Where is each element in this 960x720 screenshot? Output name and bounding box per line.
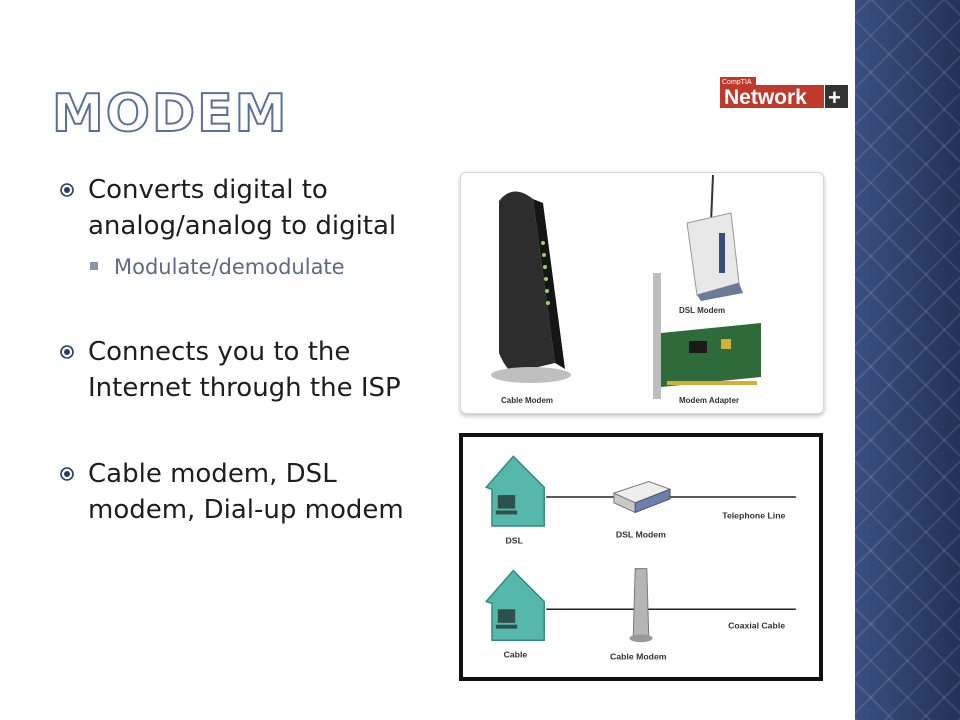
bullet-text: Cable modem, DSL modem, Dial-up modem <box>88 459 404 525</box>
bullet-marker-icon <box>60 183 74 197</box>
bullet-marker-icon <box>60 467 74 481</box>
bullet-text: Connects you to the Internet through the… <box>88 337 401 403</box>
coaxial-cable-label: Coaxial Cable <box>728 621 785 631</box>
modem-devices-photo: Cable Modem DSL Modem Modem Adapter <box>460 172 824 414</box>
cable-modem-label: Cable Modem <box>501 396 553 405</box>
bullet-modem-types: Cable modem, DSL modem, Dial-up modem <box>60 456 420 528</box>
dsl-modem-icon <box>612 481 672 514</box>
dsl-house-icon <box>484 455 545 527</box>
svg-text:CompTIA: CompTIA <box>722 79 752 86</box>
cable-label: Cable <box>504 650 528 660</box>
modem-adapter-label: Modem Adapter <box>679 396 739 405</box>
cable-modem-diagram-icon <box>629 568 653 643</box>
sub-bullet-text: Modulate/demodulate <box>114 255 345 279</box>
sub-bullet-modulate: Modulate/demodulate <box>86 252 420 282</box>
slide-title: Modem <box>51 84 289 144</box>
bullet-marker-icon <box>60 345 74 359</box>
decorative-sidebar <box>855 0 960 720</box>
cable-house-icon <box>484 569 545 641</box>
svg-text:+: + <box>828 85 841 110</box>
network-plus-logo: CompTIA Network + <box>718 76 850 110</box>
dsl-modem-label: DSL Modem <box>679 306 725 315</box>
telephone-line-label: Telephone Line <box>722 510 785 520</box>
bullet-list: Converts digital to analog/analog to dig… <box>60 172 420 528</box>
bullet-conversion: Converts digital to analog/analog to dig… <box>60 172 420 244</box>
bullet-text: Converts digital to analog/analog to dig… <box>88 175 397 241</box>
cable-modem-image <box>491 191 571 383</box>
bullet-connection: Connects you to the Internet through the… <box>60 334 420 406</box>
svg-text:Network: Network <box>724 86 807 109</box>
dsl-modem-diagram-label: DSL Modem <box>616 530 666 540</box>
dsl-label: DSL <box>506 535 524 545</box>
square-bullet-icon <box>90 262 98 270</box>
modem-connection-diagram: DSL DSL Modem Telephone Line Cable Cable… <box>459 433 823 681</box>
modem-adapter-image <box>653 273 761 399</box>
dsl-modem-image <box>686 174 743 301</box>
cable-modem-diagram-label: Cable Modem <box>610 652 667 662</box>
